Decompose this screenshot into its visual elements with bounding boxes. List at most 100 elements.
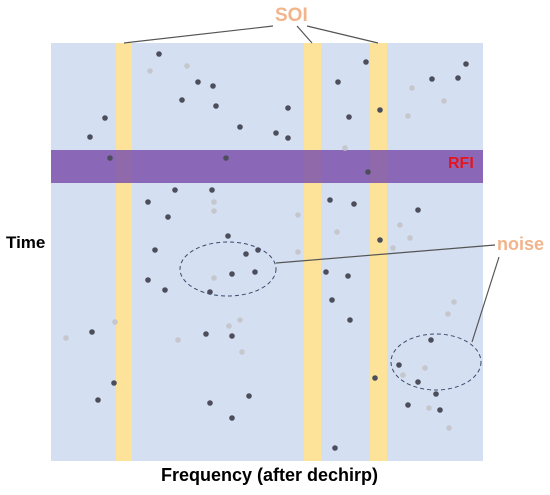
noise-dot-dark-22 (172, 187, 178, 193)
noise-dot-dark-16 (455, 75, 461, 81)
noise-dot-dark-44 (203, 331, 209, 337)
noise-dot-light-14 (211, 275, 217, 281)
noise-dot-dark-15 (429, 76, 435, 82)
noise-dot-light-1 (147, 68, 153, 74)
noise-dot-light-16 (237, 317, 243, 323)
noise-dot-light-5 (405, 113, 411, 119)
rfi-label: RFI (448, 155, 474, 172)
noise-dot-dark-25 (209, 187, 215, 193)
noise-dot-dark-53 (246, 393, 252, 399)
noise-dot-dark-23 (145, 199, 151, 205)
soi-label: SOI (275, 5, 308, 26)
noise-dot-dark-33 (225, 233, 231, 239)
noise-ellipse-2 (390, 333, 482, 391)
noise-dot-dark-51 (207, 400, 213, 406)
noise-dot-light-4 (441, 98, 447, 104)
noise-dot-dark-8 (237, 124, 243, 130)
noise-dot-dark-11 (285, 135, 291, 141)
noise-dot-dark-37 (162, 287, 168, 293)
noise-dot-dark-10 (285, 105, 291, 111)
noise-dot-dark-38 (323, 269, 329, 275)
noise-dot-dark-12 (335, 79, 341, 85)
noise-ellipse-1 (179, 241, 277, 297)
noise-dot-dark-36 (145, 277, 151, 283)
noise-dot-dark-31 (229, 271, 235, 277)
noise-dot-dark-18 (377, 107, 383, 113)
soi-band-3 (370, 43, 387, 461)
noise-dot-dark-28 (377, 237, 383, 243)
noise-dot-light-24 (446, 425, 452, 431)
noise-dot-light-11 (407, 235, 413, 241)
noise-dot-light-26 (400, 372, 406, 378)
noise-dot-light-12 (295, 249, 301, 255)
noise-dot-dark-26 (327, 197, 333, 203)
noise-dot-light-21 (445, 311, 451, 317)
noise-dot-dark-13 (346, 114, 352, 120)
soi-callout-line-3 (306, 25, 379, 44)
noise-dot-dark-4 (179, 97, 185, 103)
noise-dot-dark-21 (365, 169, 371, 175)
noise-dot-light-2 (184, 63, 190, 69)
noise-dot-dark-2 (102, 115, 108, 121)
noise-dot-dark-17 (463, 61, 469, 67)
noise-dot-light-6 (342, 145, 348, 151)
noise-dot-light-3 (409, 85, 415, 91)
noise-dot-light-22 (451, 299, 457, 305)
noise-dot-dark-5 (195, 79, 201, 85)
noise-dot-dark-19 (107, 155, 113, 161)
noise-dot-light-7 (211, 199, 217, 205)
noise-dot-dark-41 (347, 317, 353, 323)
noise-dot-light-17 (175, 337, 181, 343)
noise-callout-line-1 (275, 244, 496, 264)
noise-dot-dark-55 (405, 402, 411, 408)
noise-dot-light-19 (112, 319, 118, 325)
noise-dot-dark-39 (345, 273, 351, 279)
noise-dot-dark-27 (351, 201, 357, 207)
x-axis-label: Frequency (after dechirp) (161, 465, 379, 485)
noise-dot-light-25 (422, 365, 428, 371)
noise-dot-dark-49 (111, 380, 117, 386)
noise-dot-light-9 (295, 212, 301, 218)
noise-dot-light-18 (63, 335, 69, 341)
noise-dot-light-8 (211, 208, 217, 214)
noise-dot-light-10 (397, 222, 403, 228)
y-axis-label: Time (6, 233, 46, 252)
noise-dot-dark-32 (243, 251, 249, 257)
noise-dot-dark-1 (156, 51, 162, 57)
noise-dot-dark-20 (223, 155, 229, 161)
noise-dot-dark-29 (415, 207, 421, 213)
noise-dot-dark-52 (229, 415, 235, 421)
soi-callout-line-2 (296, 25, 313, 44)
noise-dot-dark-30 (152, 247, 158, 253)
noise-dot-dark-24 (165, 214, 171, 220)
noise-dot-dark-45 (229, 333, 235, 339)
soi-band-2 (304, 43, 321, 461)
noise-dot-dark-46 (428, 337, 434, 343)
noise-dot-light-27 (390, 245, 396, 251)
noise-dot-dark-56 (433, 391, 439, 397)
soi-callout-line-1 (123, 25, 274, 44)
noise-dot-dark-9 (273, 130, 279, 136)
noise-dot-dark-35 (252, 269, 258, 275)
soi-band-1 (116, 43, 132, 461)
noise-dot-dark-14 (363, 59, 369, 65)
noise-dot-dark-58 (332, 445, 338, 451)
noise-dot-dark-40 (329, 297, 335, 303)
noise-dot-light-13 (334, 229, 340, 235)
noise-dot-dark-57 (437, 407, 443, 413)
noise-dot-dark-47 (396, 362, 402, 368)
noise-dot-dark-7 (210, 83, 216, 89)
noise-dot-light-23 (426, 405, 432, 411)
noise-dot-dark-3 (87, 134, 93, 140)
noise-dot-light-20 (239, 349, 245, 355)
noise-dot-dark-54 (372, 375, 378, 381)
rfi-band (51, 150, 483, 183)
noise-dot-light-15 (226, 323, 232, 329)
noise-dot-dark-6 (213, 103, 219, 109)
plot-background (51, 43, 483, 461)
noise-label: noise (497, 234, 545, 254)
noise-callout-line-2 (471, 256, 500, 343)
noise-dot-dark-50 (95, 397, 101, 403)
noise-dot-dark-48 (415, 379, 421, 385)
